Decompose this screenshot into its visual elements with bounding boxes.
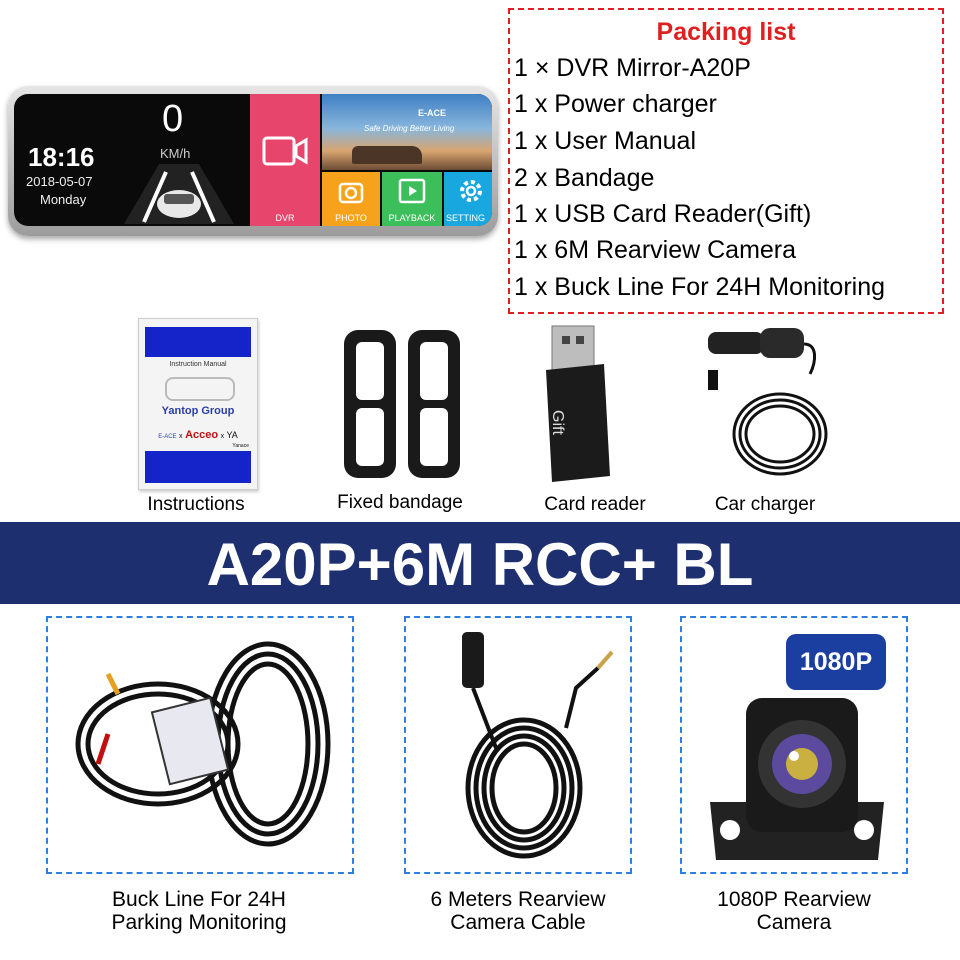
dvr-mirror-image: 0 KM/h 18:16 2018-05-07 Monday DVR E-ACE… — [8, 86, 498, 236]
bottom-label-line2: Parking Monitoring — [111, 911, 287, 934]
buck-line-image — [75, 641, 331, 847]
logo-separator: x — [220, 433, 225, 440]
film-play-icon — [398, 178, 426, 204]
instruction-manual-image: Instruction Manual Yantop Group E-ACE x … — [138, 318, 258, 490]
eace-logo: E-ACE — [158, 434, 177, 440]
brand-logo: E-ACE — [418, 108, 447, 118]
brand-slogan: Safe Driving Better Living — [364, 124, 455, 133]
accessory-label-car-charger: Car charger — [714, 494, 816, 515]
speed-value: 0 — [162, 98, 184, 140]
logo-separator: x — [179, 433, 183, 440]
clock-date: 2018-05-07 — [26, 174, 93, 189]
bottom-label-line2: Camera — [756, 911, 832, 934]
tile-setting[interactable]: SETTING — [444, 172, 492, 226]
acceo-logo: Acceo — [185, 429, 219, 441]
manual-heading: Instruction Manual — [169, 361, 227, 368]
accessory-label-instructions: Instructions — [147, 494, 245, 515]
packing-item: 1 × DVR Mirror-A20P — [514, 54, 751, 82]
packing-item: 1 x User Manual — [514, 127, 697, 155]
car-charger-image — [708, 328, 828, 476]
clock-time: 18:16 — [28, 142, 95, 172]
packing-item: 1 x Power charger — [514, 90, 717, 118]
resolution-badge-text: 1080P — [799, 648, 873, 676]
packing-item: 1 x USB Card Reader(Gift) — [514, 200, 812, 228]
rearview-cable-box — [404, 616, 632, 874]
bottom-label-line1: 1080P Rearview — [717, 888, 871, 911]
bottom-label-line1: Buck Line For 24H — [112, 888, 286, 911]
manual-company: Yantop Group — [161, 405, 235, 417]
accessory-label-fixed-bandage: Fixed bandage — [337, 492, 463, 513]
video-camera-icon — [262, 136, 308, 166]
tile-playback[interactable]: PLAYBACK — [382, 172, 442, 226]
card-reader-image — [546, 325, 610, 482]
buck-line-box — [46, 616, 354, 874]
model-banner-text: A20P+6M RCC+ BL — [206, 531, 754, 598]
bottom-label-line2: Camera Cable — [450, 911, 586, 934]
accessory-label-card-reader: Card reader — [544, 494, 646, 515]
bottom-label-rearview-cable: 6 Meters Rearview Camera Cable — [404, 888, 632, 934]
packing-list-title: Packing list — [656, 18, 796, 46]
ya-logo: YA — [226, 430, 238, 440]
bottom-label-rearview-camera: 1080P Rearview Camera — [680, 888, 908, 934]
tile-setting-label: SETTING — [446, 213, 486, 223]
tile-dvr[interactable]: DVR — [250, 94, 320, 226]
bottom-label-buck-line: Buck Line For 24H Parking Monitoring — [60, 888, 338, 934]
manual-logos: E-ACE x Acceo x YA — [143, 429, 253, 441]
tile-photo-label: PHOTO — [335, 213, 367, 223]
clock-weekday: Monday — [40, 192, 87, 207]
rearview-cable-image — [462, 632, 614, 859]
packing-item: 2 x Bandage — [514, 164, 655, 192]
fixed-bandage-image — [344, 330, 460, 478]
manual-logo-sub: Yanace — [232, 443, 249, 449]
packing-item: 1 x 6M Rearview Camera — [514, 236, 797, 264]
tile-playback-label: PLAYBACK — [388, 213, 436, 223]
camera-icon — [338, 182, 364, 204]
road-car-icon — [124, 164, 234, 224]
mirror-screen: 0 KM/h 18:16 2018-05-07 Monday DVR E-ACE… — [14, 94, 492, 226]
model-banner: A20P+6M RCC+ BL — [0, 522, 960, 604]
packing-item: 1 x Buck Line For 24H Monitoring — [514, 273, 886, 301]
resolution-badge: 1080P — [786, 634, 886, 690]
sunset-photo: E-ACE Safe Driving Better Living — [322, 94, 492, 170]
card-reader-gift-text: Gift — [549, 410, 566, 435]
rearview-camera-box: 1080P — [680, 616, 908, 874]
speed-unit: KM/h — [160, 146, 191, 161]
packing-list: Packing list 1 × DVR Mirror-A20P 1 x Pow… — [508, 8, 944, 314]
gear-icon — [460, 180, 482, 202]
tile-photo[interactable]: PHOTO — [322, 172, 380, 226]
rearview-camera-image — [710, 698, 884, 860]
bottom-label-line1: 6 Meters Rearview — [430, 888, 606, 911]
tile-dvr-label: DVR — [275, 213, 295, 223]
